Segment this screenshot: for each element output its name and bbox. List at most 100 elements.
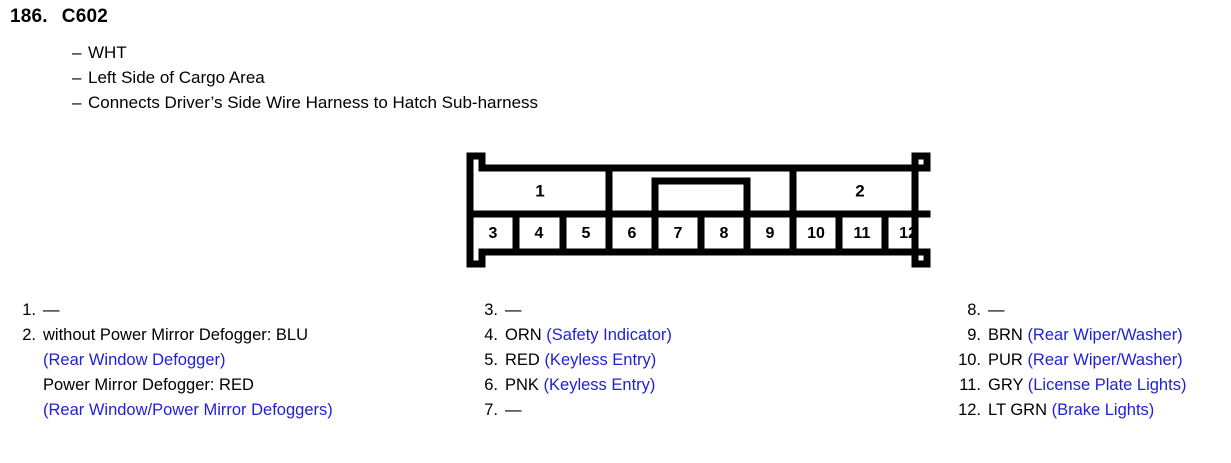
pin-entry-number: 7. — [484, 401, 498, 419]
pin-entry-line: — — [43, 298, 470, 323]
pin-entry-circuit-name: (Rear Window/Power Mirror Defoggers) — [43, 401, 333, 419]
pin-cell-6: 6 — [628, 225, 637, 242]
bullet-dash-icon: – — [72, 68, 82, 87]
pin-entry-wire-color: BRN — [988, 326, 1023, 344]
pin-entry-empty-dash: — — [505, 401, 522, 419]
pin-entry-wire-color: GRY — [988, 376, 1024, 394]
pin-entry: 1. — — [20, 298, 470, 323]
pin-entry-number: 6. — [484, 376, 498, 394]
connector-attribute-location: –Left Side of Cargo Area — [72, 68, 265, 88]
pin-entry-wire-color: PUR — [988, 351, 1023, 369]
pin-list-column-3: 8. — 9. BRN (Rear Wiper/Washer) 10. PUR (Rear… — [955, 298, 1231, 423]
pin-entry-body: — — [43, 298, 470, 323]
pin-entry-body: GRY (License Plate Lights) — [988, 373, 1231, 398]
pin-entry: 12. LT GRN (Brake Lights) — [955, 398, 1231, 423]
pin-cell-4: 4 — [535, 225, 544, 242]
pin-entry-circuit-name: (Keyless Entry) — [543, 376, 656, 394]
pin-entry-circuit-name: (License Plate Lights) — [1027, 376, 1187, 394]
pin-entry-wire-color: without Power Mirror Defogger: BLU — [43, 326, 309, 344]
pin-entry-line: (Rear Window/Power Mirror Defoggers) — [43, 398, 470, 423]
pin-list-column-2: 3. — 4. ORN (Safety Indicator) 5. RED (Keyles… — [482, 298, 942, 423]
pin-entry-line: — — [505, 298, 942, 323]
connector-attribute-text: WHT — [88, 43, 127, 62]
pin-entry-circuit-name: (Keyless Entry) — [544, 351, 657, 369]
pin-cell-5: 5 — [582, 225, 591, 242]
pin-entry: 4. ORN (Safety Indicator) — [482, 323, 942, 348]
pin-entry-circuit-name: (Rear Wiper/Washer) — [1027, 351, 1183, 369]
pin-entry-line: without Power Mirror Defogger: BLU — [43, 323, 470, 348]
pin-cell-3: 3 — [489, 225, 498, 242]
bullet-dash-icon: – — [72, 93, 82, 112]
pin-entry-line: PNK (Keyless Entry) — [505, 373, 942, 398]
pin-entry-number: 1. — [22, 301, 36, 319]
pin-entry-line: LT GRN (Brake Lights) — [988, 398, 1231, 423]
pin-entry-line: RED (Keyless Entry) — [505, 348, 942, 373]
pin-entry: 9. BRN (Rear Wiper/Washer) — [955, 323, 1231, 348]
pin-cell-12: 12 — [899, 225, 917, 242]
pin-entry-circuit-name: (Brake Lights) — [1051, 401, 1155, 419]
pin-entry: 2. without Power Mirror Defogger: BLU (Rea… — [20, 323, 470, 423]
pin-entry-wire-color: PNK — [505, 376, 539, 394]
pin-entry-number: 4. — [484, 326, 498, 344]
pin-entry: 10. PUR (Rear Wiper/Washer) — [955, 348, 1231, 373]
pin-cell-7: 7 — [674, 225, 683, 242]
pin-entry-body: BRN (Rear Wiper/Washer) — [988, 323, 1231, 348]
connector-index-number: 186. — [10, 6, 48, 27]
pin-entry-body: — — [988, 298, 1231, 323]
pin-entry-empty-dash: — — [988, 301, 1005, 319]
pin-entry-number: 5. — [484, 351, 498, 369]
pin-entry-line: — — [505, 398, 942, 423]
pin-entry-body: PUR (Rear Wiper/Washer) — [988, 348, 1231, 373]
pin-entry-wire-color: ORN — [505, 326, 542, 344]
pin-entry-line: PUR (Rear Wiper/Washer) — [988, 348, 1231, 373]
pin-entry-line: — — [988, 298, 1231, 323]
bullet-dash-icon: – — [72, 43, 82, 62]
pin-entry-line: ORN (Safety Indicator) — [505, 323, 942, 348]
pin-entry-number: 3. — [484, 301, 498, 319]
pin-entry-line: BRN (Rear Wiper/Washer) — [988, 323, 1231, 348]
pin-cell-9: 9 — [766, 225, 775, 242]
pin-entry-body: — — [505, 298, 942, 323]
pin-entry-number: 8. — [967, 301, 981, 319]
pin-entry-circuit-name: (Rear Wiper/Washer) — [1027, 326, 1183, 344]
pin-entry-line: Power Mirror Defogger: RED — [43, 373, 470, 398]
pin-cell-8: 8 — [720, 225, 729, 242]
pin-entry: 6. PNK (Keyless Entry) — [482, 373, 942, 398]
pin-entry-empty-dash: — — [505, 301, 522, 319]
pin-entry-wire-color: Power Mirror Defogger: RED — [43, 376, 254, 394]
pin-entry-wire-color: RED — [505, 351, 540, 369]
connector-id: C602 — [61, 6, 109, 27]
connector-attribute-wire-color: –WHT — [72, 43, 127, 63]
pin-entry: 3. — — [482, 298, 942, 323]
pin-entry-body: PNK (Keyless Entry) — [505, 373, 942, 398]
pin-entry: 5. RED (Keyless Entry) — [482, 348, 942, 373]
pin-list-column-1: 1. — 2. without Power Mirror Defogger: BLU (… — [20, 298, 470, 423]
pin-entry-number: 10. — [958, 351, 981, 369]
pin-entry-body: without Power Mirror Defogger: BLU (Rear … — [43, 323, 470, 423]
pin-entry-body: — — [505, 398, 942, 423]
pin-entry-line: (Rear Window Defogger) — [43, 348, 470, 373]
connector-attribute-text: Left Side of Cargo Area — [88, 68, 265, 87]
cavity-label-1: 1 — [535, 181, 544, 200]
pin-entry: 11. GRY (License Plate Lights) — [955, 373, 1231, 398]
cavity-label-2: 2 — [855, 181, 864, 200]
pin-entry-circuit-name: (Safety Indicator) — [546, 326, 672, 344]
pin-entry-number: 9. — [967, 326, 981, 344]
connector-pinout-diagram: 1 2 3 4 5 6 7 8 9 10 11 12 — [460, 146, 935, 278]
pin-entry-body: RED (Keyless Entry) — [505, 348, 942, 373]
pin-entry-line: GRY (License Plate Lights) — [988, 373, 1231, 398]
pin-cell-10: 10 — [807, 225, 825, 242]
pin-entry-number: 12. — [958, 401, 981, 419]
pin-entry-number: 11. — [959, 376, 981, 394]
page-title: 186. C602 — [10, 6, 108, 28]
pin-entry: 8. — — [955, 298, 1231, 323]
connector-attribute-description: –Connects Driver’s Side Wire Harness to … — [72, 93, 538, 113]
pin-entry-number: 2. — [22, 326, 36, 344]
pin-entry-body: ORN (Safety Indicator) — [505, 323, 942, 348]
pin-entry-circuit-name: (Rear Window Defogger) — [43, 351, 226, 369]
connector-attribute-text: Connects Driver’s Side Wire Harness to H… — [88, 93, 539, 112]
pin-entry: 7. — — [482, 398, 942, 423]
pin-entry-body: LT GRN (Brake Lights) — [988, 398, 1231, 423]
pin-entry-empty-dash: — — [43, 301, 60, 319]
pin-entry-wire-color: LT GRN — [988, 401, 1047, 419]
